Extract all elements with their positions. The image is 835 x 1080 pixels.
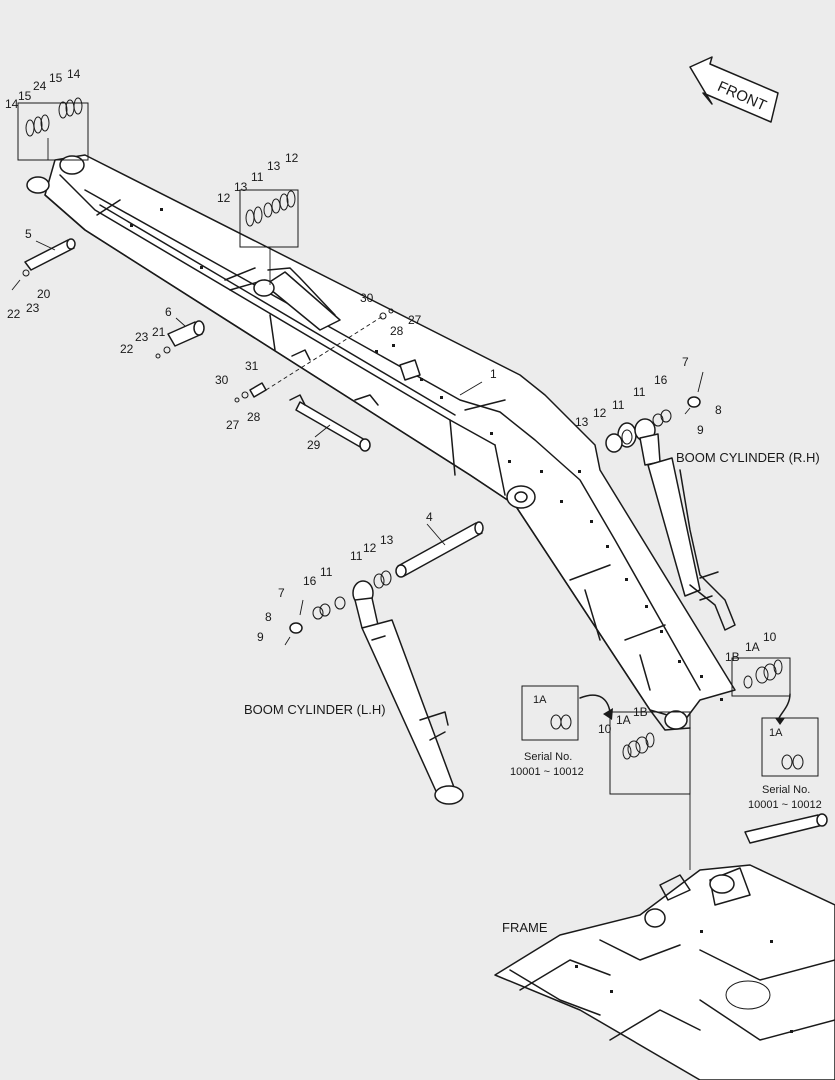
- callout: 1: [490, 367, 497, 381]
- callout: 24: [33, 79, 47, 93]
- callout: 14: [5, 97, 19, 111]
- callout: 7: [682, 355, 689, 369]
- callout: 13: [234, 180, 248, 194]
- callout: 15: [18, 89, 32, 103]
- serial-box-right-part: 1A: [769, 727, 783, 739]
- bushings-lh: [284, 570, 392, 646]
- callout: 28: [390, 324, 404, 338]
- callout: 8: [715, 403, 722, 417]
- callout: 29: [307, 438, 321, 452]
- callout-numbers: 14 15 24 15 14 12 13 11 13 12 5 20 22 23…: [5, 67, 777, 736]
- callout: 30: [360, 291, 374, 305]
- callout: 1A: [745, 640, 760, 654]
- boom-cylinder-lh: [352, 580, 464, 805]
- callout: 1B: [725, 650, 740, 664]
- callout: 23: [135, 330, 149, 344]
- callout: 11: [633, 385, 646, 399]
- callout: 12: [363, 541, 377, 555]
- serial-box-left-caption: Serial No.: [524, 751, 572, 763]
- callout: 11: [612, 398, 625, 412]
- leader-lines: [314, 381, 483, 546]
- callout: 27: [408, 313, 422, 327]
- callout: 30: [215, 373, 229, 387]
- callout: 23: [26, 301, 40, 315]
- callout: 12: [285, 151, 299, 165]
- callout: 13: [575, 415, 589, 429]
- callout: 28: [247, 410, 261, 424]
- callout: 11: [350, 549, 363, 563]
- foot-bushings-left: [579, 694, 691, 870]
- callout: 13: [267, 159, 281, 173]
- boom-cylinder-lh-label: BOOM CYLINDER (L.H): [244, 702, 386, 717]
- callout: 13: [380, 533, 394, 547]
- callout: 1B: [633, 705, 648, 719]
- serial-box-left-part: 1A: [533, 694, 547, 706]
- boom-cylinder-rh: [634, 418, 736, 631]
- pin-4: [395, 521, 484, 578]
- pin-6: [155, 317, 205, 359]
- callout: 8: [265, 610, 272, 624]
- callout: 9: [257, 630, 264, 644]
- pin-5: [11, 238, 76, 291]
- callout: 12: [217, 191, 231, 205]
- callout: 22: [120, 342, 134, 356]
- pipe-29: [289, 349, 379, 452]
- callout: 4: [426, 510, 433, 524]
- callout: 10: [598, 722, 612, 736]
- callout: 31: [245, 359, 259, 373]
- boom-rivets: [130, 208, 723, 701]
- pin-31: [234, 308, 394, 403]
- serial-box-left-range: 10001 ~ 10012: [510, 766, 584, 778]
- callout: 27: [226, 418, 240, 432]
- callout: 9: [697, 423, 704, 437]
- serial-box-right-range: 10001 ~ 10012: [748, 799, 822, 811]
- callout: 5: [25, 227, 32, 241]
- callout: 22: [7, 307, 21, 321]
- boom-body: [26, 154, 736, 731]
- callout: 1A: [616, 713, 631, 727]
- callout: 20: [37, 287, 51, 301]
- bushing-stack-left: [17, 97, 89, 161]
- bushings-rh: [605, 371, 704, 453]
- foot-bushings-right: [731, 657, 791, 725]
- callout: 16: [654, 373, 668, 387]
- callout: 16: [303, 574, 317, 588]
- callout: 15: [49, 71, 63, 85]
- callout: 11: [251, 170, 264, 184]
- callout: 14: [67, 67, 81, 81]
- callout: 11: [320, 565, 333, 579]
- callout: 7: [278, 586, 285, 600]
- serial-box-right-caption: Serial No.: [762, 784, 810, 796]
- callout: 21: [152, 325, 166, 339]
- serial-box-right: 1A Serial No. 10001 ~ 10012: [748, 717, 822, 811]
- frame-label: FRAME: [502, 920, 548, 935]
- callout: 6: [165, 305, 172, 319]
- frame: [494, 813, 835, 1080]
- boom-cylinder-rh-label: BOOM CYLINDER (R.H): [676, 450, 820, 465]
- serial-box-left: 1A Serial No. 10001 ~ 10012: [510, 685, 584, 778]
- callout: 10: [763, 630, 777, 644]
- callout: 12: [593, 406, 607, 420]
- front-arrow: FRONT: [689, 56, 779, 123]
- bushing-stack-mid: [239, 189, 299, 285]
